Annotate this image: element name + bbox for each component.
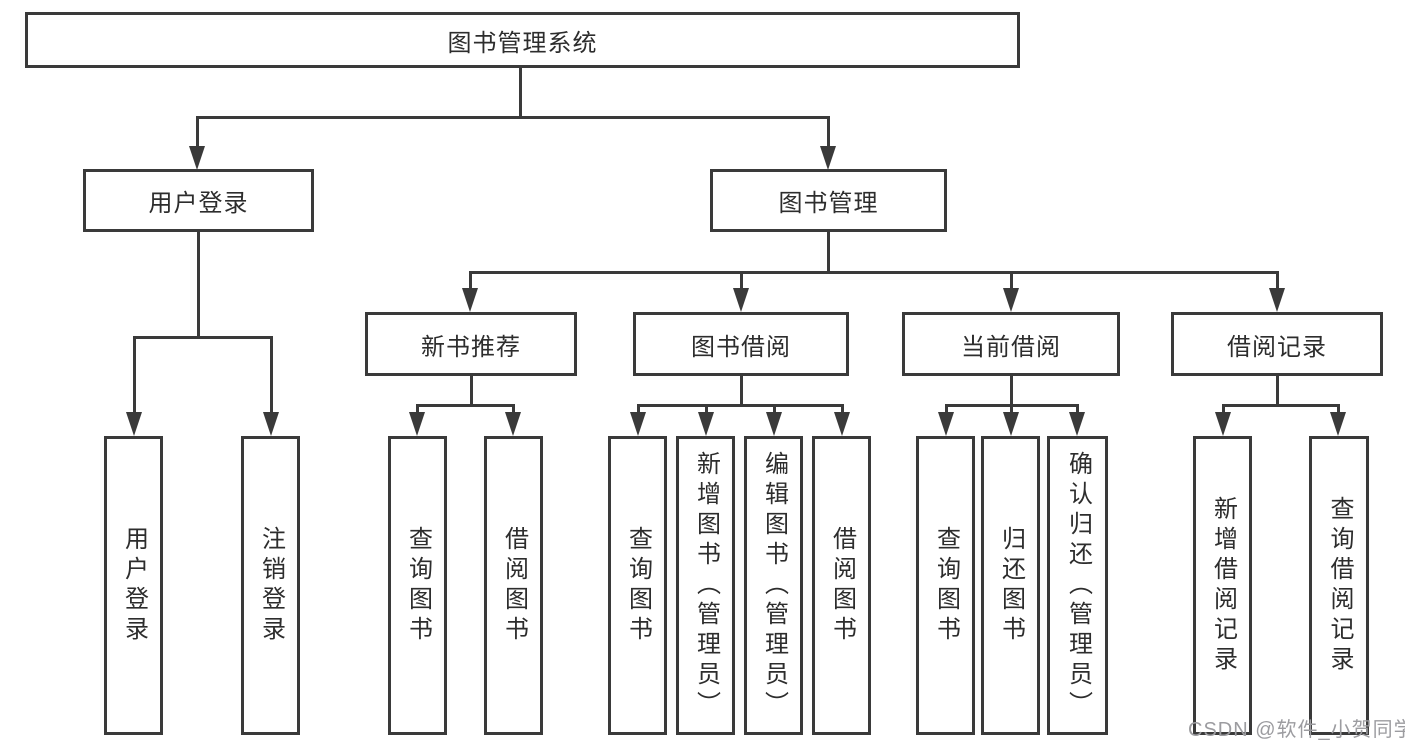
arrowhead: [1330, 412, 1346, 436]
arrowhead: [1215, 412, 1231, 436]
arrowhead: [698, 412, 714, 436]
connector-line: [1010, 376, 1013, 407]
arrowhead: [1069, 412, 1085, 436]
connector-line: [469, 271, 472, 291]
connector-line: [270, 336, 273, 414]
connector-line: [827, 232, 830, 273]
connector-line: [945, 404, 948, 414]
connector-line: [1276, 271, 1279, 291]
connector-line: [470, 376, 473, 407]
arrowhead: [1003, 412, 1019, 436]
connector-line: [416, 404, 515, 407]
leaf-add-borrow-record: 新增借阅记录: [1193, 436, 1252, 735]
node-book-borrowing: 图书借阅: [633, 312, 849, 376]
leaf-borrow-books: 借阅图书: [812, 436, 871, 735]
leaf-confirm-return-admin: 确认归还（管理员）: [1047, 436, 1108, 735]
leaf-borrow-books-recommend: 借阅图书: [484, 436, 543, 735]
arrowhead: [630, 412, 646, 436]
node-borrow-records: 借阅记录: [1171, 312, 1383, 376]
leaf-query-books-borrowing: 查询图书: [608, 436, 667, 735]
connector-line: [1337, 404, 1340, 414]
connector-line: [740, 271, 743, 291]
leaf-add-book-admin: 新增图书（管理员）: [676, 436, 735, 735]
leaf-query-books-current: 查询图书: [916, 436, 975, 735]
connector-line: [519, 68, 522, 118]
leaf-return-books: 归还图书: [981, 436, 1040, 735]
arrowhead: [1003, 288, 1019, 312]
connector-line: [416, 404, 419, 414]
connector-line: [1076, 404, 1079, 414]
connector-line: [196, 116, 830, 119]
connector-line: [827, 117, 830, 148]
connector-line: [133, 336, 136, 414]
connector-line: [469, 271, 1279, 274]
node-current-borrowing: 当前借阅: [902, 312, 1120, 376]
node-user-login: 用户登录: [83, 169, 314, 232]
connector-line: [773, 404, 776, 414]
connector-line: [512, 404, 515, 414]
arrowhead: [938, 412, 954, 436]
arrowhead: [462, 288, 478, 312]
connector-line: [705, 404, 708, 414]
connector-line: [637, 404, 640, 414]
connector-line: [197, 232, 200, 338]
leaf-user-login: 用户登录: [104, 436, 163, 735]
arrowhead: [263, 412, 279, 436]
node-book-management: 图书管理: [710, 169, 947, 232]
arrowhead: [189, 146, 205, 170]
arrowhead: [733, 288, 749, 312]
arrowhead: [766, 412, 782, 436]
connector-line: [1222, 404, 1225, 414]
leaf-query-books-recommend: 查询图书: [388, 436, 447, 735]
connector-line: [196, 117, 199, 148]
connector-line: [740, 376, 743, 407]
node-new-book-recommend: 新书推荐: [365, 312, 577, 376]
connector-line: [133, 336, 273, 339]
csdn-watermark: CSDN @软件_小贺同学: [1188, 719, 1405, 741]
node-root-library-system: 图书管理系统: [25, 12, 1020, 68]
connector-line: [1010, 271, 1013, 291]
leaf-edit-book-admin: 编辑图书（管理员）: [744, 436, 803, 735]
arrowhead: [505, 412, 521, 436]
leaf-query-borrow-record: 查询借阅记录: [1309, 436, 1369, 735]
connector-line: [841, 404, 844, 414]
arrowhead: [1269, 288, 1285, 312]
connector-line: [1276, 376, 1279, 407]
arrowhead: [834, 412, 850, 436]
connector-line: [1222, 404, 1340, 407]
connector-line: [637, 404, 844, 407]
leaf-logout: 注销登录: [241, 436, 300, 735]
arrowhead: [820, 146, 836, 170]
arrowhead: [126, 412, 142, 436]
connector-line: [1010, 404, 1013, 414]
arrowhead: [409, 412, 425, 436]
